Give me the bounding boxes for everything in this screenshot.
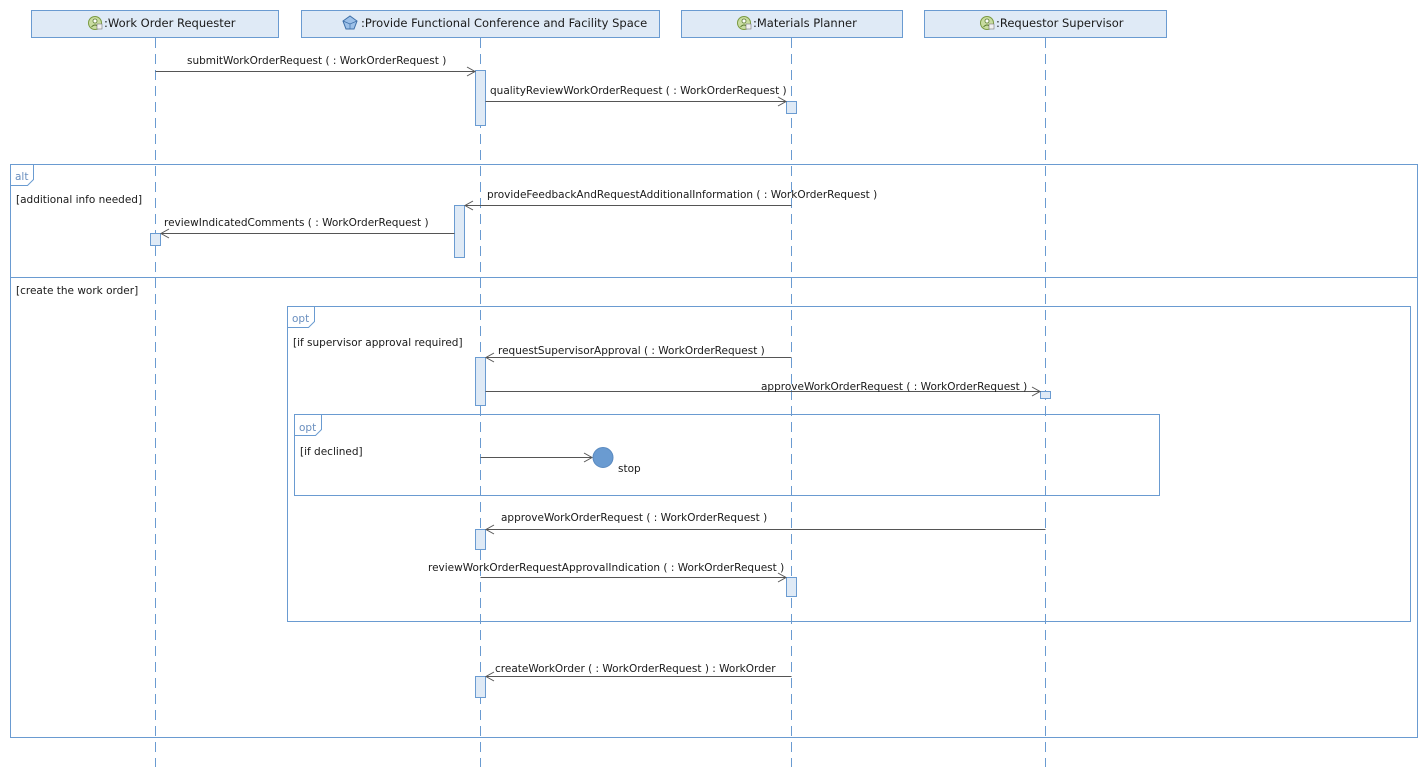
activation-bar: [475, 357, 486, 406]
actor-role-icon: [737, 16, 752, 30]
arrowhead: [1031, 386, 1042, 397]
opt-guard-supervisor: [if supervisor approval required]: [293, 337, 463, 349]
arrowhead: [777, 572, 788, 583]
opt-inner-operator-label: opt: [299, 422, 316, 434]
lifeline-header-requestor-supervisor[interactable]: :Requestor Supervisor: [924, 10, 1167, 38]
lifeline-label: :Materials Planner: [753, 16, 857, 30]
activation-bar: [1040, 391, 1051, 399]
activation-bar: [786, 101, 797, 114]
arrowhead: [484, 671, 495, 682]
actor-role-icon: [88, 16, 103, 30]
stop-icon: [592, 447, 614, 468]
alt-guard-create-work-order: [create the work order]: [16, 285, 138, 297]
message-label-request-supervisor-approval[interactable]: requestSupervisorApproval ( : WorkOrderR…: [498, 345, 765, 357]
message-label-quality-review[interactable]: qualityReviewWorkOrderRequest ( : WorkOr…: [490, 85, 787, 97]
lifeline-header-materials-planner[interactable]: :Materials Planner: [681, 10, 903, 38]
arrowhead: [463, 200, 474, 211]
activation-bar: [454, 205, 465, 258]
lifeline-header-provide-functional-conference[interactable]: :Provide Functional Conference and Facil…: [301, 10, 660, 38]
message-label-approve-work-order-request-reply[interactable]: approveWorkOrderRequest ( : WorkOrderReq…: [501, 512, 767, 524]
activation-bar: [786, 577, 797, 597]
lifeline-label: :Provide Functional Conference and Facil…: [361, 16, 647, 30]
message-label-review-approval-indication[interactable]: reviewWorkOrderRequestApprovalIndication…: [428, 562, 784, 574]
arrowhead: [484, 524, 495, 535]
message-label-create-work-order[interactable]: createWorkOrder ( : WorkOrderRequest ) :…: [495, 663, 776, 675]
arrowhead: [777, 96, 788, 107]
stop-node[interactable]: stop: [592, 447, 641, 476]
stop-label: stop: [618, 463, 641, 475]
alt-fragment: alt [additional info needed] [create the…: [10, 164, 1418, 738]
component-icon: [342, 15, 358, 30]
arrowhead: [159, 228, 170, 239]
alt-operator-label: alt: [15, 171, 28, 183]
message-label-provide-feedback[interactable]: provideFeedbackAndRequestAdditionalInfor…: [487, 189, 877, 201]
opt-operator-label: opt: [292, 313, 309, 325]
arrowhead: [484, 352, 495, 363]
arrowhead: [583, 452, 594, 463]
activation-bar: [475, 676, 486, 698]
lifeline-label: :Work Order Requester: [104, 16, 236, 30]
message-arrows: [155, 66, 1046, 682]
actor-role-icon: [980, 16, 995, 30]
lifeline-label: :Requestor Supervisor: [996, 16, 1124, 30]
message-label-approve-work-order-request[interactable]: approveWorkOrderRequest ( : WorkOrderReq…: [761, 381, 1027, 393]
lifelines: [155, 38, 1046, 767]
activation-bar: [475, 70, 486, 126]
activation-bars: [150, 70, 1051, 698]
activation-bar: [475, 529, 486, 550]
opt-fragment-supervisor: opt [if supervisor approval required]: [287, 306, 1411, 622]
message-label-review-indicated-comments[interactable]: reviewIndicatedComments ( : WorkOrderReq…: [164, 217, 429, 229]
lifeline-header-work-order-requester[interactable]: :Work Order Requester: [31, 10, 279, 38]
arrowhead: [466, 66, 477, 77]
message-label-submit-work-order-request[interactable]: submitWorkOrderRequest ( : WorkOrderRequ…: [187, 55, 446, 67]
alt-guard-additional-info: [additional info needed]: [16, 194, 142, 206]
opt-fragment-declined: opt [if declined]: [294, 414, 1160, 496]
opt-guard-declined: [if declined]: [300, 446, 363, 458]
activation-bar: [150, 233, 161, 246]
